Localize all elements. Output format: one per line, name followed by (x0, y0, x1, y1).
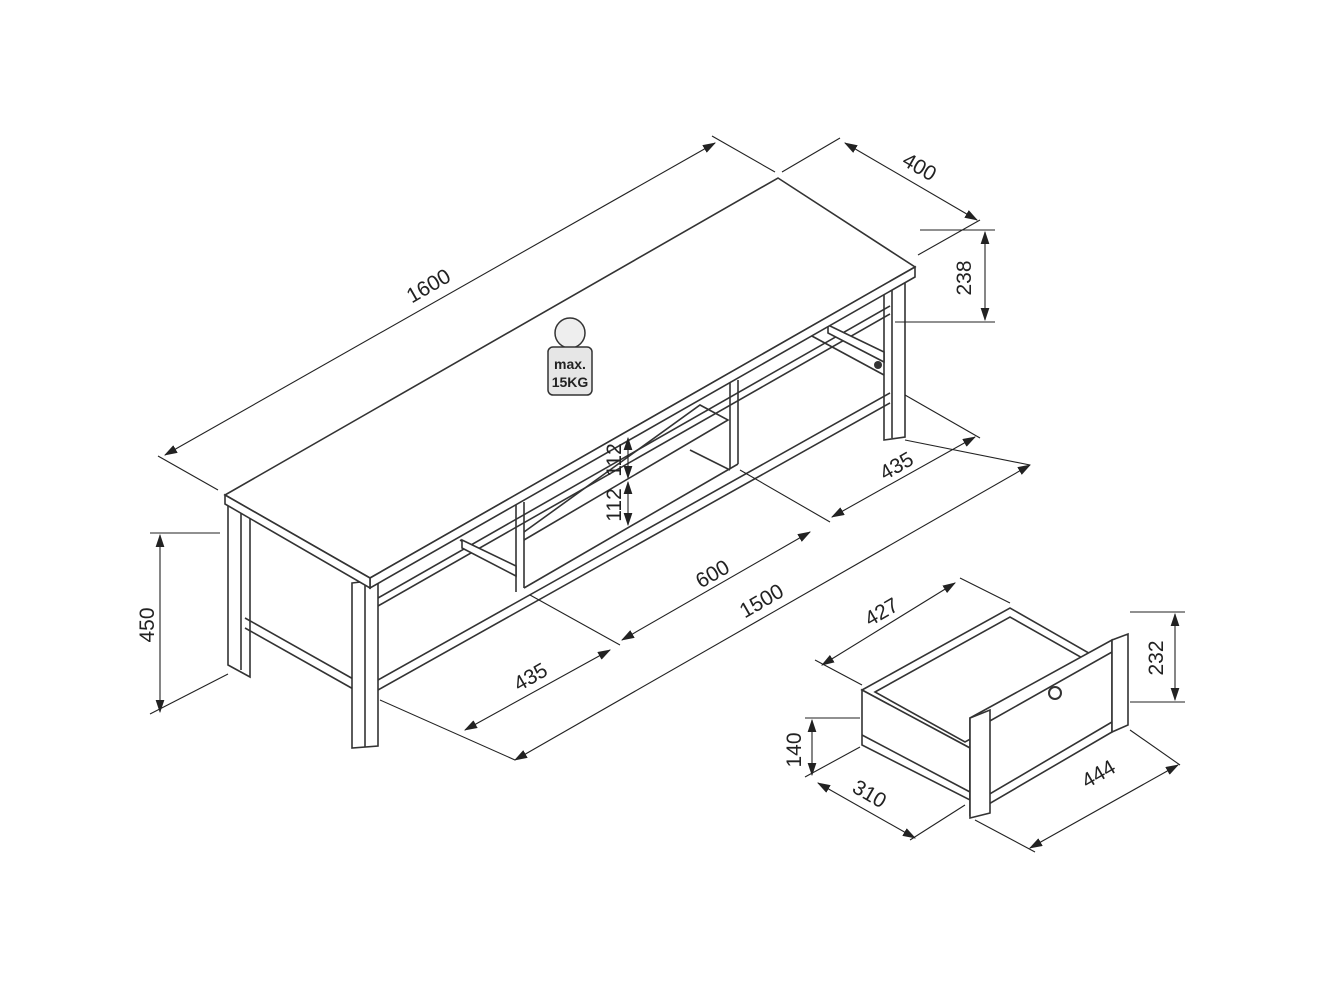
back-left-leg (227, 501, 251, 679)
label-top-height: 238 (953, 260, 976, 295)
label-drawer-front-width: 444 (1078, 755, 1120, 793)
drawer-knob-icon (1048, 686, 1062, 700)
front-right-leg (883, 268, 906, 441)
label-drawer-box-height: 140 (783, 732, 806, 767)
label-total-height: 450 (136, 607, 159, 642)
side-rail (244, 617, 356, 681)
drawer-slide-left (461, 538, 517, 578)
tv-stand (223, 177, 917, 749)
label-drawer-depth: 310 (848, 776, 890, 813)
label-inner-width: 1500 (736, 580, 788, 623)
label-length: 1600 (403, 265, 455, 308)
label-right-compartment: 435 (876, 448, 918, 485)
label-drawer-width: 427 (861, 594, 903, 631)
weight-icon (554, 317, 586, 349)
label-middle-compartment: 600 (692, 556, 734, 593)
drawer: 427 232 140 310 444 (783, 577, 1185, 853)
weight-line2: 15KG (552, 374, 589, 390)
label-depth: 400 (898, 149, 940, 186)
label-drawer-front-height: 232 (1145, 640, 1168, 675)
label-shelf-upper: 112 (603, 443, 626, 476)
label-left-compartment: 435 (510, 659, 552, 696)
weight-line1: max. (554, 356, 586, 372)
drawer-slide-right (827, 323, 885, 364)
label-shelf-lower: 112 (603, 488, 626, 521)
dimension-lines (149, 135, 1031, 761)
